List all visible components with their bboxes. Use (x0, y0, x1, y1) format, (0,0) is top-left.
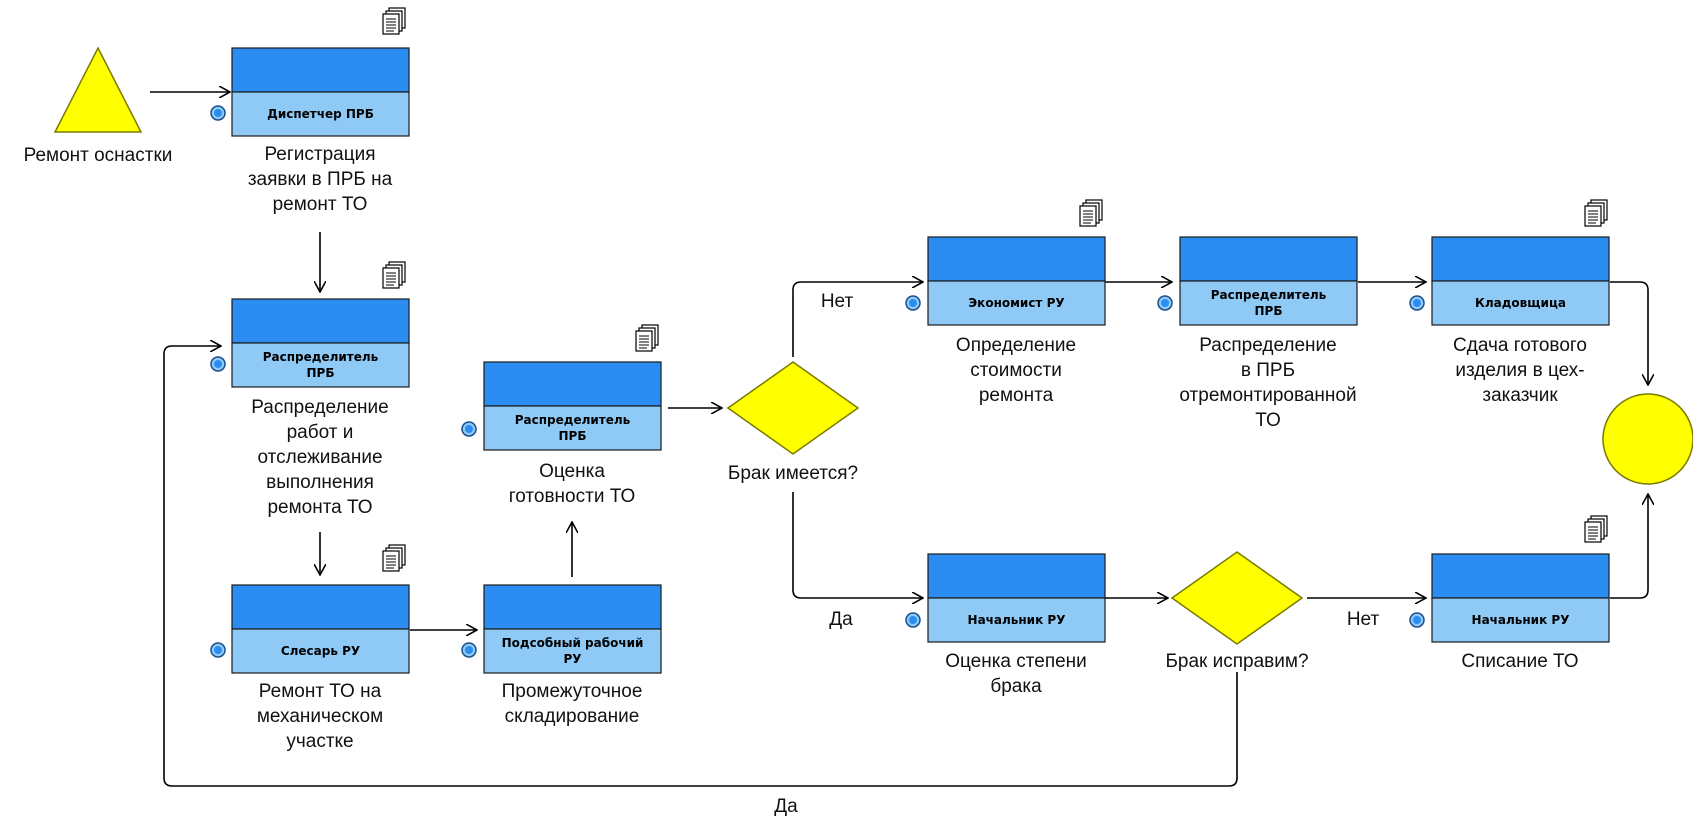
document-icon (635, 324, 659, 352)
role-marker-icon (210, 642, 226, 658)
task-cost (905, 199, 1106, 326)
flow-storekeeper-to-end (1610, 281, 1648, 385)
document-icon (382, 261, 406, 289)
task-delivery (1409, 199, 1610, 326)
role-marker-icon (1409, 612, 1425, 628)
role-marker-icon (210, 356, 226, 372)
task-name: Оценка степени брака (945, 651, 1087, 697)
gateway-defect-fixable (1170, 551, 1304, 645)
task-writeoff (1409, 515, 1610, 643)
flow-label-no: Нет (820, 291, 854, 312)
task-redistribution (1157, 236, 1358, 326)
task-name: Распределение в ПРБ отремонтированной ТО (1179, 335, 1357, 431)
task-role-label: Распределитель ПРБ (262, 350, 379, 380)
task-readiness (461, 324, 662, 451)
task-role-label: Кладовщица (1475, 296, 1566, 310)
task-repair (210, 544, 410, 674)
task-role-label: Распределитель ПРБ (514, 413, 631, 443)
flow-writeoff-to-end (1610, 494, 1648, 599)
gateway-defect-exists (726, 361, 860, 455)
flow-label-no: Нет (1346, 609, 1380, 630)
task-distribution (210, 261, 410, 388)
task-role-label: Подсобный рабочий РУ (501, 636, 644, 666)
flow-label-yes: Да (774, 796, 798, 817)
role-marker-icon (905, 295, 921, 311)
task-registration (210, 7, 410, 137)
task-name: Определение стоимости ремонта (955, 335, 1077, 406)
task-defect-eval (905, 553, 1106, 643)
flow-label-yes: Да (829, 609, 853, 630)
task-name: Распределение работ и отслеживание выпол… (251, 397, 389, 518)
gateway-label: Брак исправим? (1165, 651, 1309, 672)
role-marker-icon (461, 642, 477, 658)
role-marker-icon (1157, 295, 1173, 311)
role-marker-icon (210, 105, 226, 121)
role-marker-icon (905, 612, 921, 628)
start-event-label: Ремонт оснастки (23, 145, 173, 166)
task-name: Промежуточное складирование (501, 681, 643, 727)
task-name: Оценка готовности ТО (508, 461, 636, 507)
task-storage (461, 584, 662, 674)
document-icon (1584, 515, 1608, 543)
task-name: Ремонт ТО на механическом участке (256, 681, 384, 752)
task-role-label: Начальник РУ (1471, 613, 1570, 627)
task-role-label: Экономист РУ (968, 296, 1065, 310)
flow-gateway1-yes-to-defect-eval (792, 492, 923, 598)
sequence-flows (150, 92, 1648, 787)
task-role-label: Слесарь РУ (280, 644, 361, 658)
document-icon (382, 7, 406, 35)
role-marker-icon (461, 421, 477, 437)
document-icon (382, 544, 406, 572)
flow-gateway1-no-to-economist (792, 282, 923, 357)
task-role-label: Диспетчер ПРБ (267, 107, 374, 121)
document-icon (1584, 199, 1608, 227)
task-name: Регистрация заявки в ПРБ на ремонт ТО (247, 144, 393, 215)
start-event-triangle (53, 46, 143, 133)
task-role-label: Распределитель ПРБ (1210, 288, 1327, 318)
task-name: Сдача готового изделия в цех- заказчик (1453, 335, 1587, 406)
role-marker-icon (1409, 295, 1425, 311)
task-name: Списание ТО (1461, 651, 1579, 672)
end-event-circle (1602, 393, 1693, 485)
task-role-label: Начальник РУ (967, 613, 1066, 627)
flow-gateway2-yes-to-distribution (163, 346, 1238, 787)
gateway-label: Брак имеется? (727, 463, 859, 484)
document-icon (1079, 199, 1103, 227)
